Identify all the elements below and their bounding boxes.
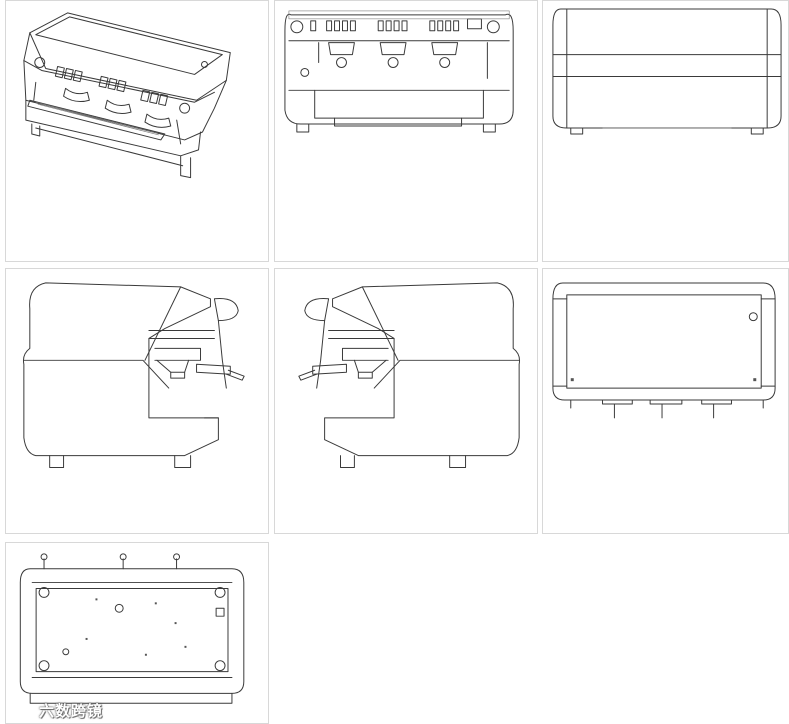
- top-drawing: [552, 282, 776, 419]
- left-side-drawing: [22, 282, 245, 468]
- view-left-side: [5, 268, 269, 534]
- k-logo-icon: [8, 702, 36, 719]
- isometric-drawing: [23, 12, 231, 179]
- view-top: [542, 268, 789, 534]
- back-drawing: [552, 8, 782, 135]
- bottom-drawing: [19, 553, 245, 704]
- watermark: 六数跨镜: [6, 700, 103, 721]
- view-back: [542, 0, 789, 262]
- right-side-drawing: [298, 282, 521, 468]
- view-isometric: [5, 0, 269, 262]
- front-drawing: [284, 10, 514, 133]
- view-bottom: [5, 542, 269, 724]
- watermark-text: 六数跨镜: [39, 702, 104, 720]
- view-front: [274, 0, 538, 262]
- view-right-side: [274, 268, 538, 534]
